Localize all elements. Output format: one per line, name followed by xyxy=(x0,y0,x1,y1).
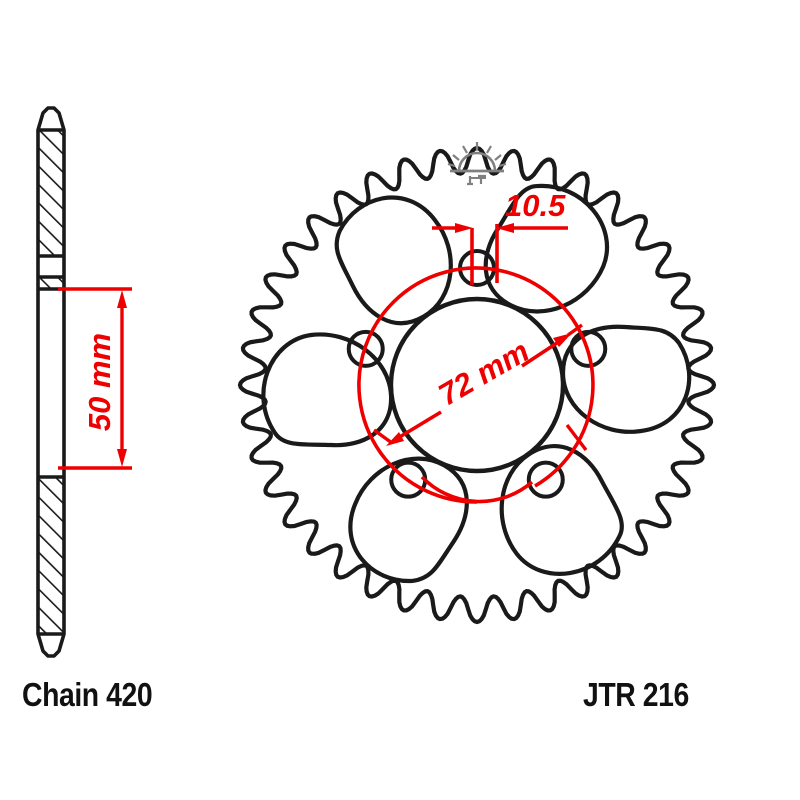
dimension-text-group: 50 mm 10.5 72 mm xyxy=(82,188,566,431)
dimension-label-50mm: 50 mm xyxy=(82,333,117,431)
lightening-hole xyxy=(499,444,624,576)
bolt-hole xyxy=(526,460,565,499)
dimension-label-72mm: 72 mm xyxy=(432,333,535,412)
dimension-label-10_5: 10.5 xyxy=(505,188,566,223)
sprocket-face-view xyxy=(237,145,717,625)
lightening-hole xyxy=(261,332,394,448)
bolt-circle-arc xyxy=(357,266,595,504)
dimension-bolt-circle-72mm xyxy=(357,266,595,504)
dimension-thickness-50mm xyxy=(58,287,132,470)
dimension-bolt-hole-10_5 xyxy=(432,223,568,285)
section-hatching xyxy=(38,130,64,634)
sprocket-teeth-ring xyxy=(237,145,717,625)
side-section-view xyxy=(36,106,66,658)
bolt-circle-arc-segment xyxy=(420,475,534,504)
center-bore xyxy=(388,296,566,474)
lightening-hole xyxy=(560,324,692,434)
bolt-hole xyxy=(569,329,608,368)
lightening-hole xyxy=(483,183,610,314)
lightening-hole xyxy=(334,195,453,326)
jt-sunrise-logo-icon xyxy=(447,142,507,186)
bolt-hole xyxy=(346,329,385,368)
lightening-hole xyxy=(348,456,469,584)
chain-size-label: Chain 420 xyxy=(22,676,153,713)
part-number-label: JTR 216 xyxy=(583,676,689,713)
